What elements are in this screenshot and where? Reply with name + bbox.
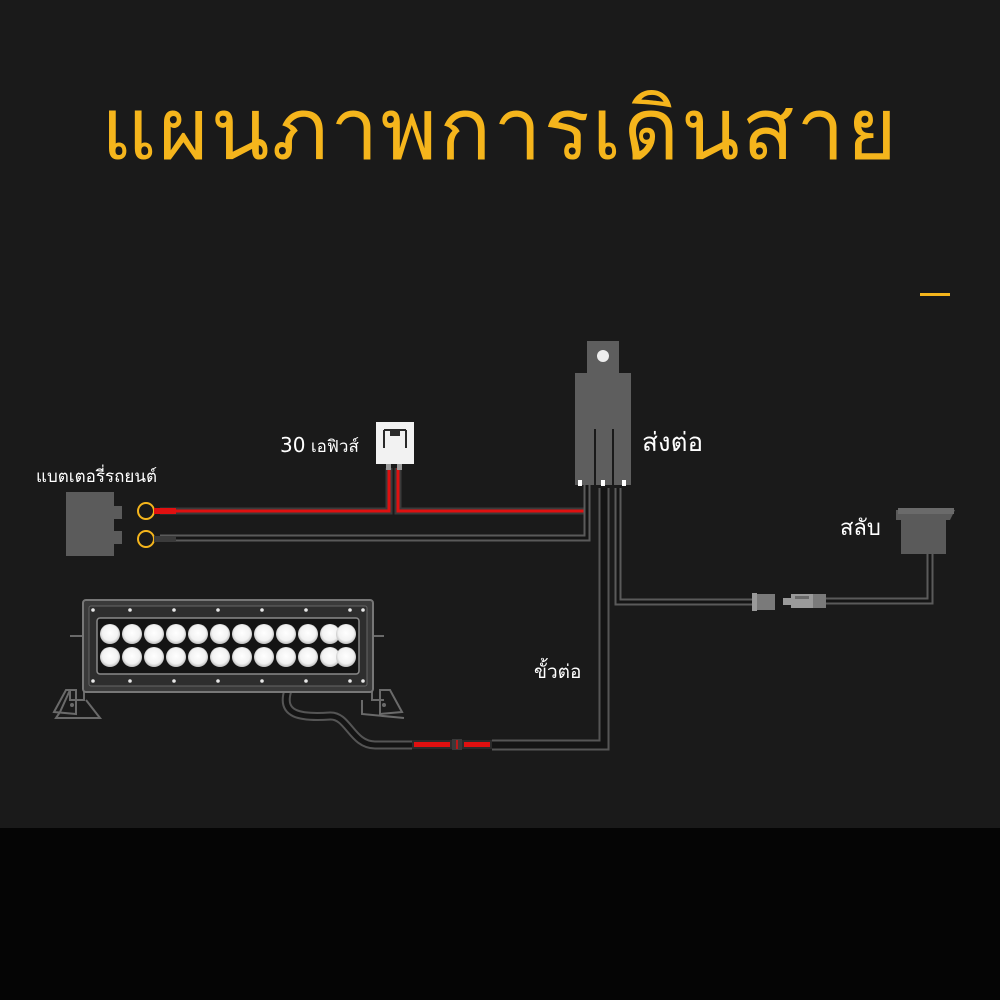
wire-connector-icon	[412, 739, 492, 750]
fuse-rating: 30	[280, 433, 306, 457]
connector-label: ขั้วต่อ	[534, 661, 582, 683]
led-light-bar-icon	[52, 599, 405, 719]
switch-label: สลับ	[840, 516, 881, 541]
plug-connector-icon	[752, 593, 826, 611]
relay-label: ส่งต่อ	[642, 428, 704, 458]
battery-label: แบตเตอรี่รถยนต์	[36, 467, 158, 487]
relay-icon	[575, 341, 631, 486]
wires	[160, 468, 934, 751]
ground-wire	[160, 485, 591, 542]
positive-wire	[160, 468, 585, 515]
accent-dash	[920, 293, 950, 296]
fuse-text: เอฟิวส์	[310, 437, 359, 457]
battery-icon	[66, 492, 176, 556]
fuse-label: 30 เอฟิวส์	[280, 433, 359, 460]
rocker-switch-icon	[896, 508, 955, 554]
fuse-icon	[376, 422, 414, 470]
bottom-band	[0, 828, 1000, 1000]
diagram-title: แผนภาพการเดินสาย	[100, 80, 900, 180]
switch-wire	[614, 488, 934, 606]
light-bar-lead	[281, 488, 610, 751]
